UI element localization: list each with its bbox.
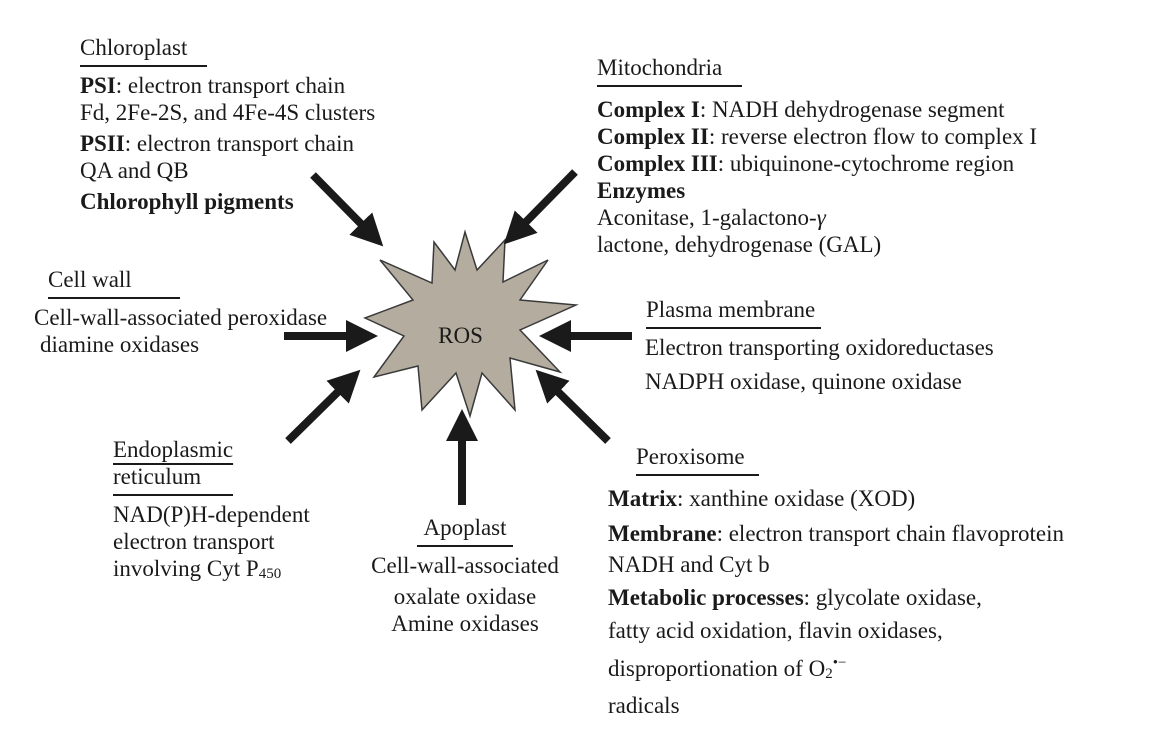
er-block: Endoplasmic reticulum NAD(P)H-dependent … [113, 436, 310, 588]
apoplast-title: Apoplast [417, 514, 513, 547]
plasma-membrane-title: Plasma membrane [646, 296, 822, 329]
metabolic-text: : glycolate oxidase, [803, 585, 982, 610]
complex-ii-text: : reverse electron flow to complex I [708, 124, 1038, 149]
plasma-membrane-line-1: Electron transporting oxidoreductases [645, 335, 994, 360]
apoplast-line-3: Amine oxidases [391, 611, 539, 636]
er-line-3: involving Cyt P450 [113, 555, 310, 588]
plasma-membrane-line-2: NADPH oxidase, quinone oxidase [645, 369, 962, 394]
o2-subscript: 2 [825, 666, 833, 682]
cell-wall-line-2: diamine oxidases [40, 332, 200, 357]
enzymes-line-1-text: Aconitase, 1-galactono- [597, 205, 817, 230]
metabolic-line: Metabolic processes: glycolate oxidase, [608, 584, 1064, 611]
mitochondria-block: Mitochondria Complex I: NADH dehydrogena… [597, 54, 1037, 258]
mitochondria-title: Mitochondria [597, 54, 743, 87]
arrow-endoplasmic-reticulum [285, 369, 361, 444]
arrow-peroxisome [535, 369, 611, 444]
metabolic-line-4: radicals [608, 693, 680, 718]
arrow-chloroplast [310, 172, 384, 247]
ros-label: ROS [438, 323, 483, 348]
membrane-detail: NADH and Cyt b [608, 552, 770, 577]
apoplast-line-2: oxalate oxidase [393, 584, 537, 609]
chloroplast-title: Chloroplast [80, 34, 208, 67]
radical-superscript: •− [832, 655, 847, 671]
cell-wall-block: Cell wall Cell-wall-associated peroxidas… [34, 266, 327, 358]
complex-iii-text: : ubiquinone-cytochrome region [717, 151, 1015, 176]
membrane-line: Membrane: electron transport chain flavo… [608, 520, 1064, 547]
er-line-3-text: involving Cyt P [113, 556, 259, 581]
metabolic-line-3-text: disproportionation of O [608, 656, 826, 681]
complex-ii-label: Complex II [597, 124, 709, 149]
er-title-line-1: Endoplasmic [113, 437, 234, 462]
enzymes-line-2: lactone, dehydrogenase (GAL) [597, 232, 882, 257]
enzymes-label: Enzymes [597, 178, 686, 203]
chloroplast-psi-line: PSI: electron transport chain [80, 72, 375, 99]
metabolic-line-3: disproportionation of O2•− [608, 650, 1064, 688]
arrow-mitochondria [503, 169, 578, 245]
psii-label: PSII [80, 131, 125, 156]
complex-ii-line: Complex II: reverse electron flow to com… [597, 123, 1037, 150]
membrane-label: Membrane [608, 521, 717, 546]
complex-i-label: Complex I [597, 97, 700, 122]
chloroplast-psii-line: PSII: electron transport chain [80, 130, 375, 157]
complex-iii-line: Complex III: ubiquinone-cytochrome regio… [597, 150, 1037, 177]
matrix-line: Matrix: xanthine oxidase (XOD) [608, 485, 1064, 512]
complex-i-text: : NADH dehydrogenase segment [699, 97, 1005, 122]
peroxisome-title: Peroxisome [636, 443, 759, 476]
apoplast-block: Apoplast Cell-wall-associated oxalate ox… [358, 514, 572, 637]
chloroplast-block: Chloroplast PSI: electron transport chai… [80, 34, 375, 215]
psii-text: : electron transport chain [124, 131, 355, 156]
matrix-text: : xanthine oxidase (XOD) [676, 486, 916, 511]
cell-wall-title: Cell wall [48, 266, 180, 299]
gamma-symbol: γ [816, 205, 826, 230]
er-title-line-2: reticulum [113, 463, 234, 496]
peroxisome-block: Peroxisome Matrix: xanthine oxidase (XOD… [608, 443, 1064, 719]
plasma-membrane-block: Plasma membrane Electron transporting ox… [645, 296, 994, 395]
apoplast-line-1: Cell-wall-associated [371, 553, 559, 578]
psi-label: PSI [80, 73, 116, 98]
metabolic-line-2: fatty acid oxidation, flavin oxidases, [608, 618, 943, 643]
psi-text: : electron transport chain [115, 73, 346, 98]
matrix-label: Matrix [608, 486, 677, 511]
enzymes-line-1: Aconitase, 1-galactono-γ [597, 204, 1037, 231]
complex-iii-label: Complex III [597, 151, 718, 176]
chlorophyll-pigments: Chlorophyll pigments [80, 189, 294, 214]
er-line-2: electron transport [113, 529, 275, 554]
psi-detail: Fd, 2Fe-2S, and 4Fe-4S clusters [80, 100, 376, 125]
cell-wall-line-1: Cell-wall-associated peroxidase [34, 305, 328, 330]
er-line-1: NAD(P)H-dependent [113, 502, 310, 527]
psii-detail: QA and QB [80, 158, 189, 183]
complex-i-line: Complex I: NADH dehydrogenase segment [597, 96, 1037, 123]
metabolic-label: Metabolic processes [608, 585, 804, 610]
p450-subscript: 450 [258, 566, 282, 582]
membrane-text: : electron transport chain flavoprotein [716, 521, 1065, 546]
